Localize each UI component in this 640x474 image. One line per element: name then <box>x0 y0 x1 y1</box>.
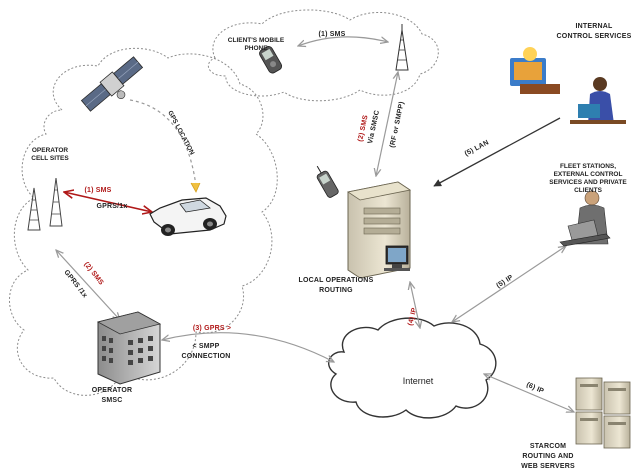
link-label-gps: GPS LOCATION <box>166 110 195 157</box>
operator-cells-label-1: OPERATOR <box>32 147 69 154</box>
internal-control-label-1: INTERNAL <box>576 23 614 30</box>
client-phone-label-1: CLIENT'S MOBILE <box>228 37 285 44</box>
link-phone-sms <box>298 36 388 46</box>
link-label-cell-gprs: GPRS/1x <box>97 203 128 210</box>
link-tower-ops <box>376 72 398 176</box>
link-label-ops-ip: (4) IP <box>407 307 418 327</box>
smsc-label-1: OPERATOR <box>92 387 133 394</box>
fleet-label-3: SERVICES AND PRIVATE <box>549 179 627 186</box>
internet-cloud <box>327 317 497 419</box>
link-label-smsc-gprs3: (3) GPRS > <box>193 325 231 332</box>
link-fleet-internet <box>452 246 566 322</box>
satellite-icon <box>80 56 144 112</box>
link-label-smpp-2: CONNECTION <box>181 353 230 360</box>
link-label-lan: (5) LAN <box>464 139 491 158</box>
top-cloud <box>207 9 439 102</box>
local-ops-label-1: LOCAL OPERATIONS <box>299 277 374 284</box>
local-ops-label-2: ROUTING <box>319 287 353 294</box>
internal-control-label-2: CONTROL SERVICES <box>557 33 632 40</box>
gps-arrowhead <box>190 182 201 193</box>
fleet-label-1: FLEET STATIONS, <box>560 163 616 170</box>
fleet-label-4: CLIENTS <box>574 187 602 194</box>
building-icon <box>96 311 162 385</box>
smsc-label-2: SMSC <box>101 397 122 404</box>
link-label-cell-sms: (1) SMS <box>84 187 111 194</box>
cell-tower-icon <box>395 24 409 71</box>
starcom-label-3: WEB SERVERS <box>521 463 575 470</box>
handheld-phone-icon <box>316 165 339 198</box>
client-phone-label-2: PHONE <box>244 45 268 52</box>
starcom-label-1: STARCOM <box>530 443 566 450</box>
link-smsc-internet <box>162 332 334 362</box>
link-ops-internet <box>410 282 420 328</box>
link-gps <box>129 99 197 187</box>
operator-cells-label-2: CELL SITES <box>31 155 69 162</box>
link-label-smsc-2: Via SMSC <box>367 110 381 145</box>
left-cloud <box>9 47 278 396</box>
operator-towers-icon <box>27 177 63 231</box>
link-cell-smsc <box>56 250 120 320</box>
monitor-icon <box>384 245 410 271</box>
car-icon <box>149 197 227 236</box>
link-internet-starcom <box>484 374 574 412</box>
fleet-label-2: EXTERNAL CONTROL <box>554 171 623 178</box>
mobile-phone-icon <box>259 46 283 74</box>
link-label-phone-sms: (1) SMS <box>318 31 345 38</box>
link-label-smsc-gprs: GPRS /1x <box>62 269 88 299</box>
link-label-smpp-1: < SMPP <box>192 343 219 350</box>
server-rack-icon <box>575 377 631 449</box>
link-label-smsc-3: (RF or SMPP) <box>389 101 406 149</box>
starcom-label-2: ROUTING AND <box>522 453 573 460</box>
link-lan <box>433 117 561 187</box>
internet-label: Internet <box>403 376 434 386</box>
office-workers-icon <box>510 47 626 124</box>
link-cell-car <box>64 192 152 212</box>
person-laptop-icon <box>559 190 611 247</box>
